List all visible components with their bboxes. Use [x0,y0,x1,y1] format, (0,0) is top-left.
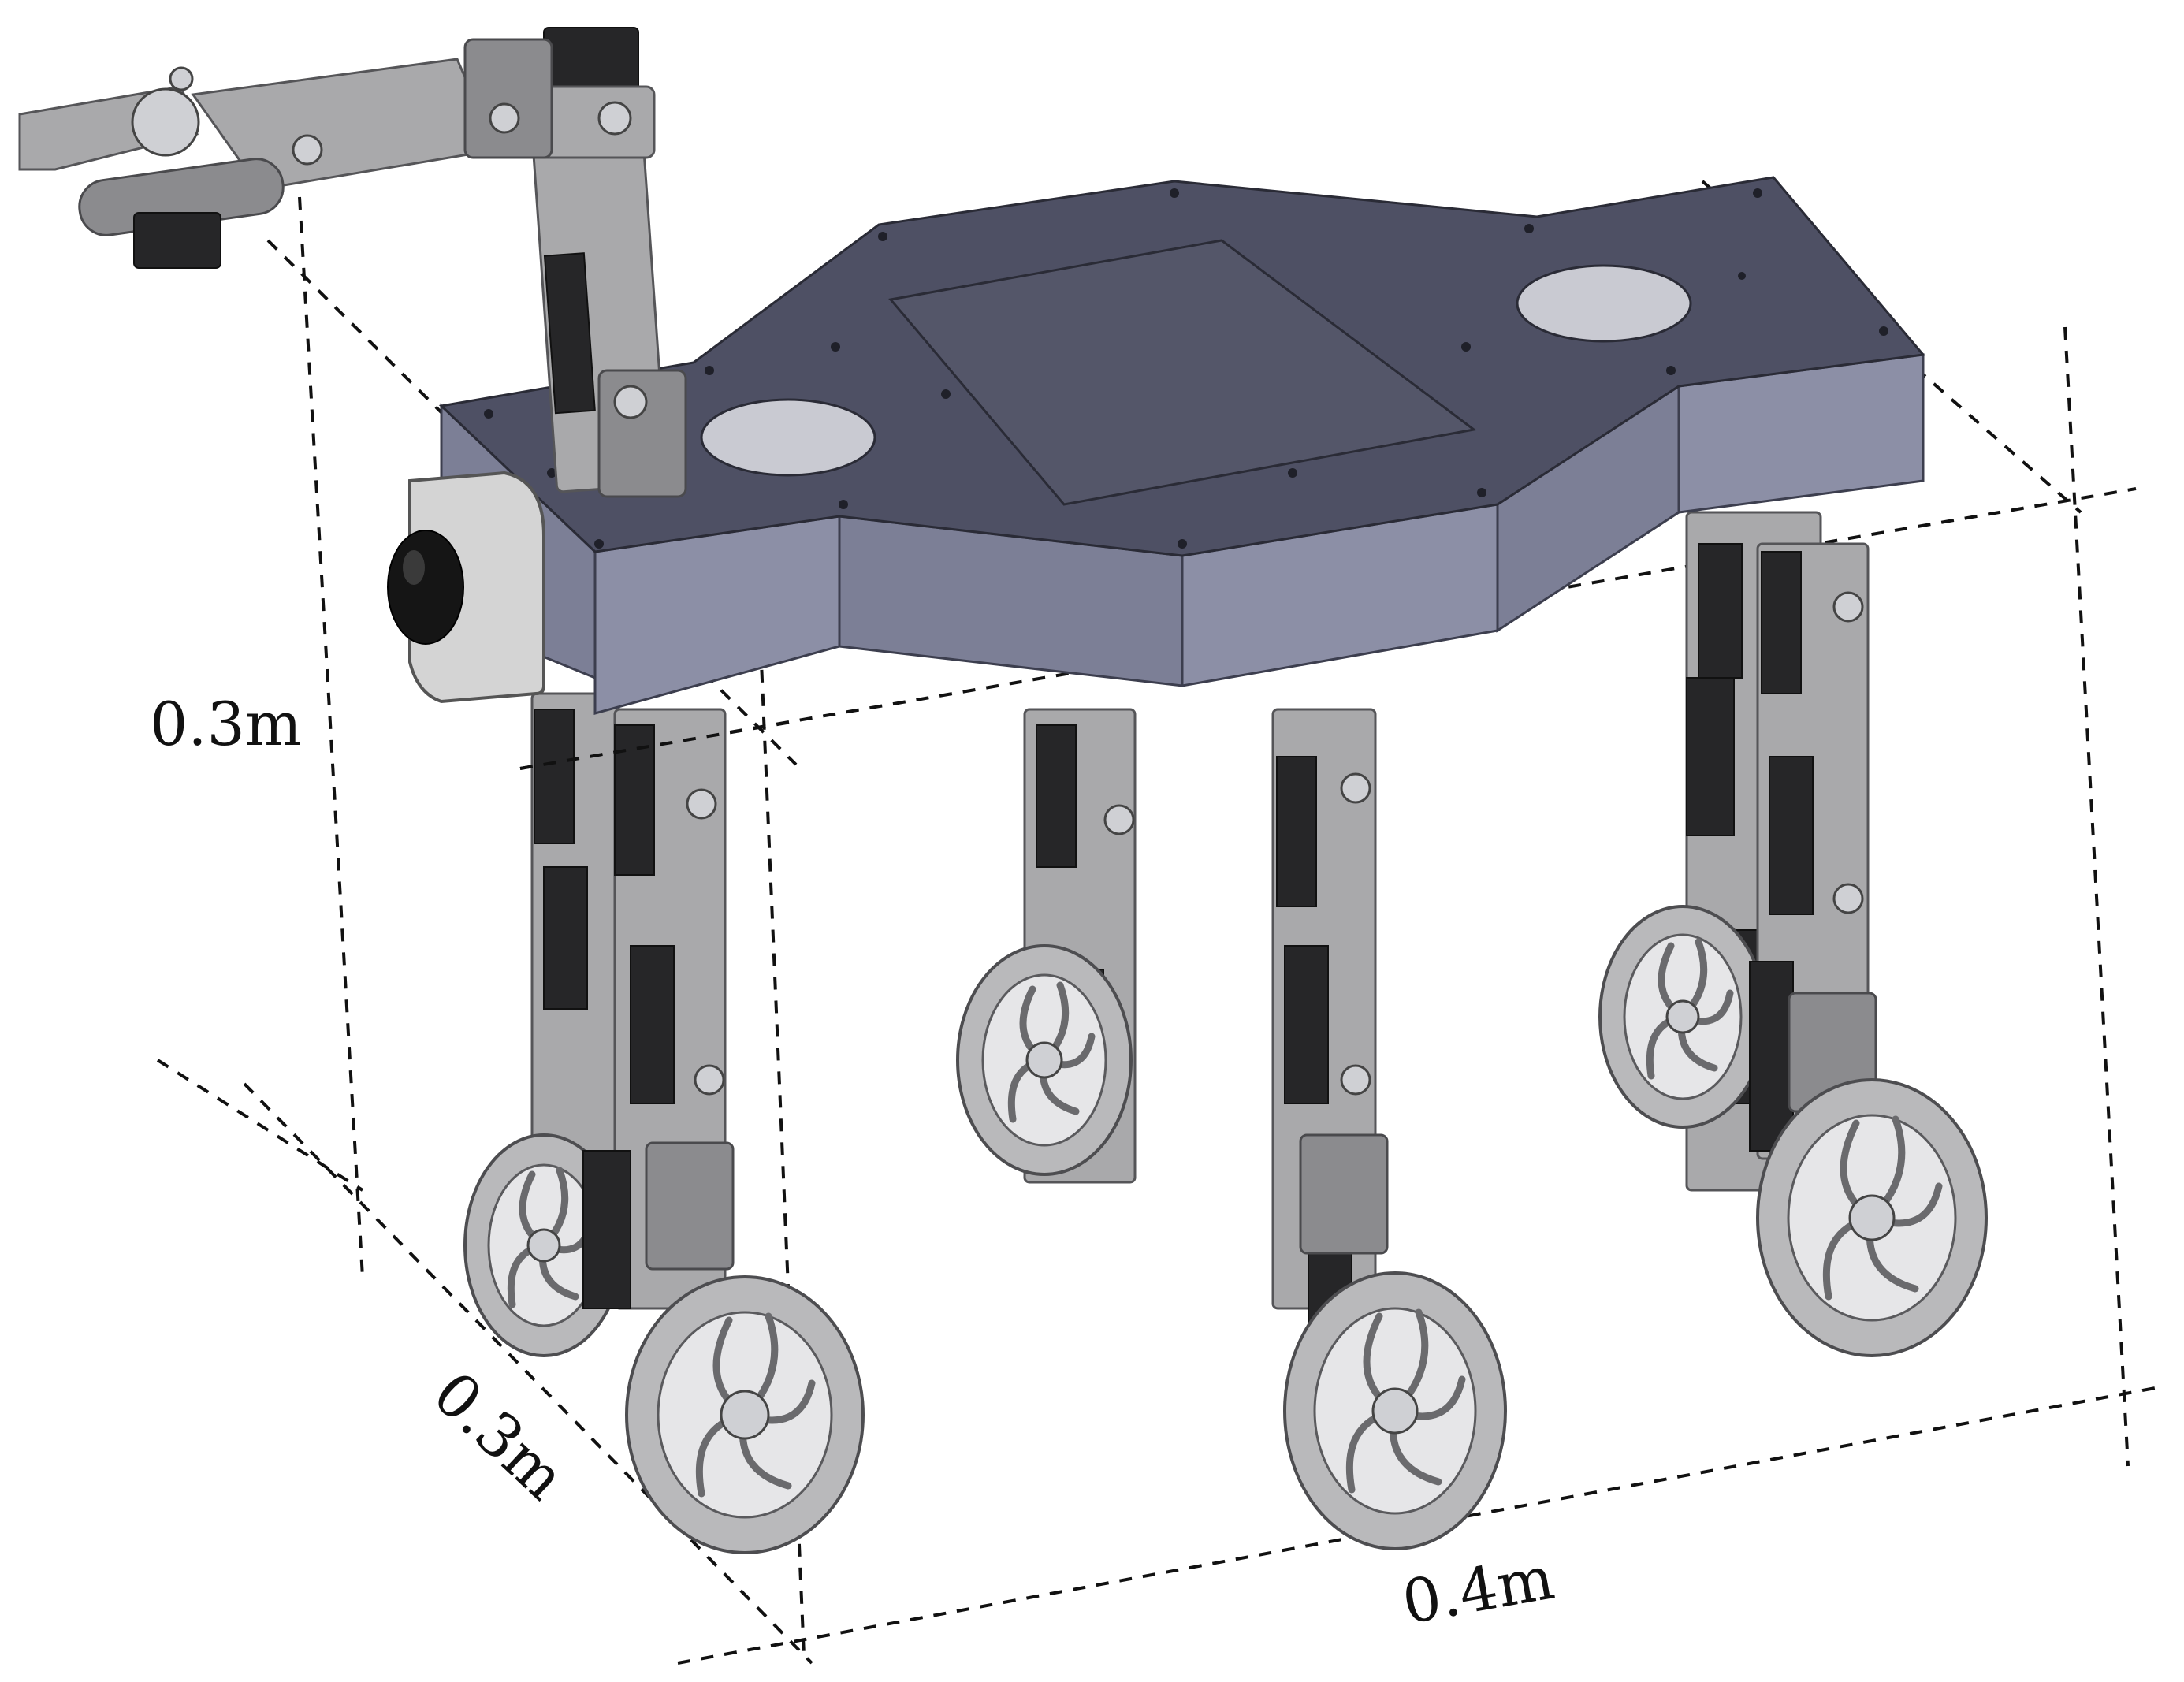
top-hatch [888,239,1477,506]
front-vertical-left [755,551,806,1656]
depth-dim-diagonal [243,1082,813,1665]
camera-lens [387,530,464,645]
leg-front-middle [1271,708,1389,1349]
wheel-back-middle [956,944,1133,1176]
right-vertical [2063,326,2130,1467]
width-dim-bottom [677,1386,2160,1665]
chassis-hole-right [1516,264,1692,343]
wheel-front-middle [1283,1271,1507,1550]
camera-module [387,471,545,704]
chassis-hole-left [700,398,876,477]
height-dim-vertical [298,196,364,1278]
bottom-back-left [156,1059,364,1192]
wheel-front-right [1756,1078,1988,1357]
chassis [438,176,1925,715]
width-label: 0.4m [1397,1542,1559,1638]
depth-label: 0.3m [420,1358,579,1513]
height-label: 0.3m [150,689,302,759]
manipulator-arm [18,27,687,498]
leg-front-left [582,708,735,1310]
wheel-front-left [625,1275,865,1554]
gripper-wrist [131,87,200,157]
leg-front-right [1749,542,1877,1160]
wheel-back-right [1598,905,1767,1129]
